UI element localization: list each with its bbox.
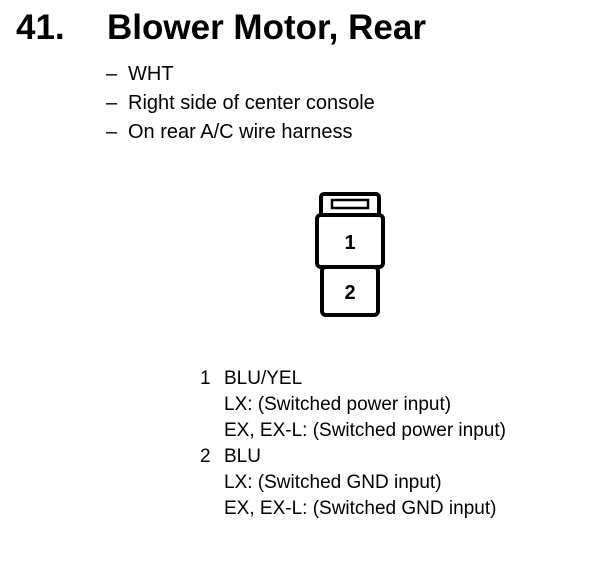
pin-detail: EX, EX-L: (Switched GND input)	[224, 498, 497, 519]
pin-number: 1	[200, 368, 211, 389]
note-dash: –	[106, 63, 118, 85]
note-dash: –	[106, 121, 118, 143]
note-item: –On rear A/C wire harness	[106, 118, 375, 147]
component-title: Blower Motor, Rear	[107, 8, 426, 47]
connector-latch-slot	[330, 198, 370, 210]
note-text: On rear A/C wire harness	[128, 121, 353, 143]
note-item: –WHT	[106, 60, 375, 89]
cavity-label: 2	[344, 282, 355, 304]
pin-entry: 1 BLU/YEL	[200, 366, 506, 392]
note-text: WHT	[128, 63, 174, 85]
note-item: –Right side of center console	[106, 89, 375, 118]
component-notes: –WHT –Right side of center console –On r…	[106, 60, 375, 147]
connector-diagram: 1 2	[315, 192, 385, 317]
pin-entry: 2 BLU	[200, 444, 506, 470]
pin-wire-color: BLU/YEL	[224, 368, 303, 389]
note-dash: –	[106, 92, 118, 114]
pin-number: 2	[200, 446, 211, 467]
pinout-list: 1 BLU/YEL LX: (Switched power input) EX, …	[200, 366, 506, 522]
pin-detail: LX: (Switched power input)	[224, 394, 452, 415]
pin-wire-color: BLU	[224, 446, 261, 467]
note-text: Right side of center console	[128, 92, 375, 114]
connector-cavity-2	[320, 265, 380, 317]
pin-detail: LX: (Switched GND input)	[224, 472, 442, 493]
pin-detail: EX, EX-L: (Switched power input)	[224, 420, 506, 441]
cavity-label: 1	[344, 232, 355, 254]
component-number: 41.	[16, 8, 65, 47]
